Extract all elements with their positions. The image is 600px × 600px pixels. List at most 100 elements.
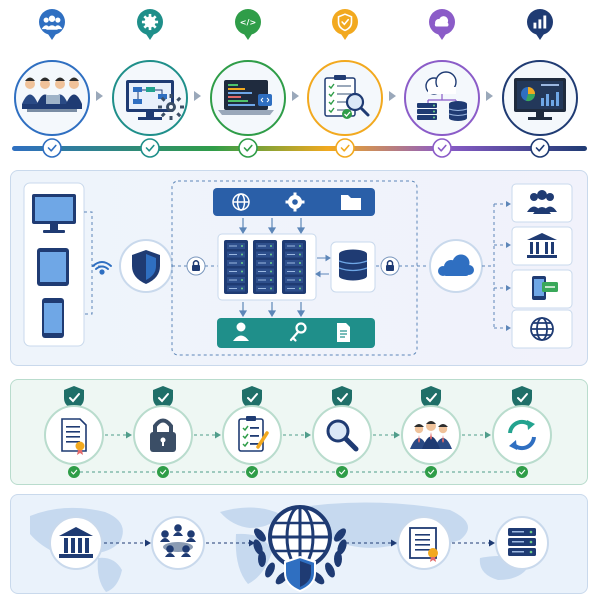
process-step [502,9,578,158]
shield-badge [153,386,173,410]
padlock-icon [192,260,200,271]
shield-icon [284,555,316,593]
shield-badge [242,386,262,410]
security-step-circle [492,405,552,465]
step-check-node [530,138,550,158]
network-diagram [23,180,573,356]
code-label: </> [240,18,256,27]
step-check-node [335,138,355,158]
cloud-servers [417,71,468,121]
security-process [44,386,552,478]
padlock-icon [386,260,394,271]
security-check-node [336,466,348,478]
step-check-node [432,138,452,158]
security-step [492,386,552,478]
check-icon [70,469,78,475]
globe-icon [232,193,250,211]
check-icon [145,144,155,152]
globe-icon [530,317,554,341]
server-icon [508,528,536,556]
globe-laurel-emblem [253,505,347,593]
security-check-node [246,466,258,478]
security-step [401,386,491,478]
check-icon [437,144,447,152]
arrow-icon [394,431,400,439]
step-check-node [140,138,160,158]
cloud-icon [434,16,449,27]
arrow-icon [391,539,397,547]
check-icon [427,469,435,475]
security-step [44,386,132,478]
step-check-node [238,138,258,158]
people-group-icon [527,190,557,214]
check-icon [518,469,526,475]
security-step [222,386,311,478]
certificate-icon [409,527,438,562]
security-step [312,386,400,478]
shield-check-icon [337,13,353,32]
arrow-icon [489,539,495,547]
dashboard-monitor [514,78,566,120]
cloud-icon [438,254,474,276]
key-icon [289,322,307,342]
workflow-monitor [126,80,184,120]
check-icon [338,469,346,475]
check-icon [243,144,253,152]
global-node [49,516,151,570]
security-check-node [68,466,80,478]
gear-icon [141,13,159,31]
magnifier-icon [326,419,359,452]
shield-badge [332,386,352,410]
desktop-icon [32,194,76,233]
team-icon [41,15,63,30]
global-node-circle [49,516,103,570]
arrow-icon [145,539,151,547]
arrow-icon [215,431,221,439]
process-step [14,9,103,158]
security-check-node [516,466,528,478]
timeline-line [12,146,587,151]
gear-icon [285,192,305,212]
step-badge [332,9,358,40]
step-badge [429,9,455,40]
arrow-icon [292,91,299,101]
security-check-node [157,466,169,478]
check-icon [159,469,167,475]
arrow-icon [305,431,311,439]
global-node [495,516,549,570]
phone-icon [42,298,64,338]
bank-icon [59,527,93,558]
check-icon [340,144,350,152]
destination-box [511,183,573,223]
shield-badge [421,386,441,410]
folder-icon [341,195,361,210]
server-rack-icon [282,240,306,294]
data-center-boundary [171,180,418,356]
arrow-icon [96,91,103,101]
check-icon [248,469,256,475]
destination-box [511,226,573,266]
security-step [133,386,221,478]
process-step [307,9,396,158]
check-icon [535,144,545,152]
global-node [151,516,255,570]
code-icon: </> [240,18,256,27]
refresh-icon [508,419,536,451]
server-rack-icon [253,240,277,294]
meeting-icon [160,524,196,557]
arrow-icon [194,91,201,101]
security-panel [10,379,588,485]
document-icon [337,323,350,342]
process-step: </> [210,9,299,158]
arrow-icon [486,91,493,101]
arrow-icon [389,91,396,101]
arrow-icon [249,539,255,547]
step-badge [39,9,65,40]
step-badge: </> [235,9,261,40]
process-step [112,9,201,158]
checklist-icon [238,416,269,452]
mobile-payment-icon [532,276,558,300]
bar-chart-icon [533,15,547,29]
server-rack-icon [224,240,248,294]
